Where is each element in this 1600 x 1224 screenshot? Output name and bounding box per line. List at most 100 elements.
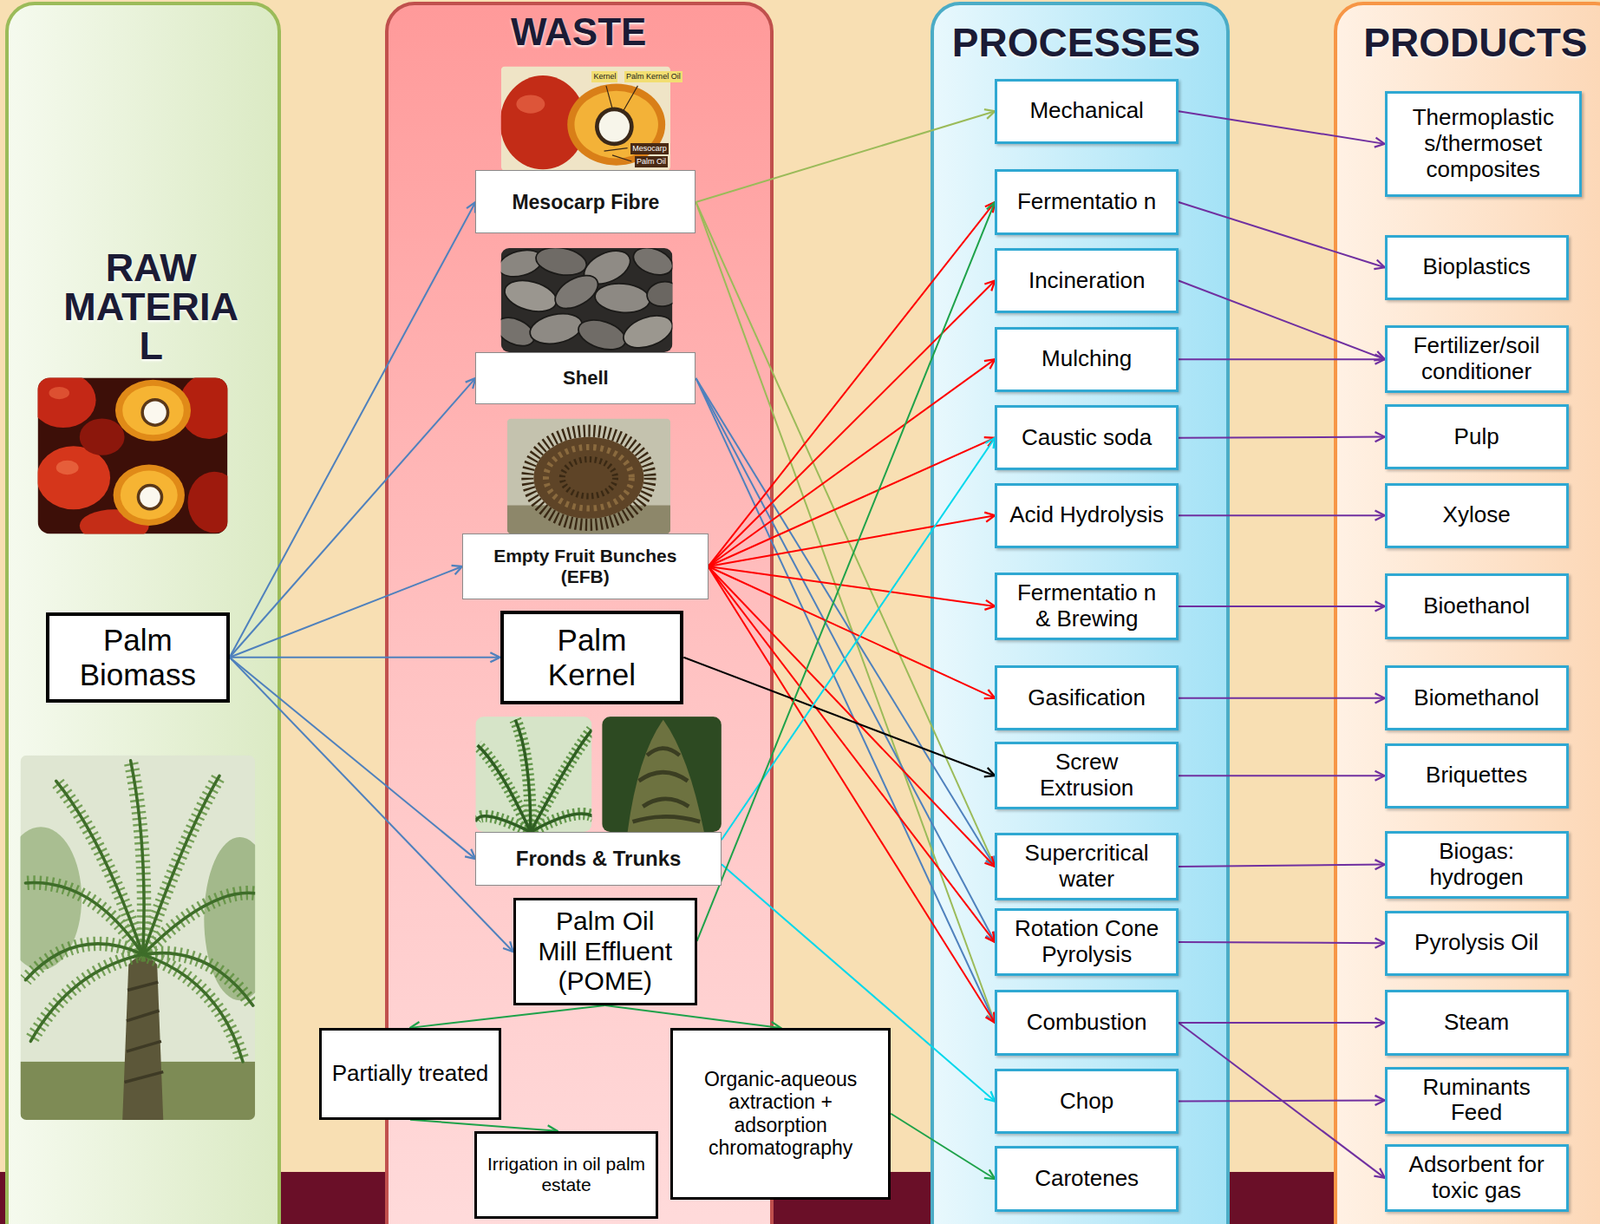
connector-arrow [1178,202,1385,268]
box-label: Pyrolysis Oil [1414,929,1539,956]
connector-arrow [1178,1021,1385,1024]
oil-palm-tree-photo [25,760,255,1062]
palm-shell-photo [629,248,673,281]
mesocarp-fruit-photo [599,111,630,142]
oil-palm-tree-photo [56,780,144,954]
palm-fruit-photo [115,379,191,442]
palm-fruit-photo [38,377,229,534]
column-band: MechanicalFermentatio nIncinerationMulch… [930,1,1230,1224]
palm-fruit-photo [79,509,150,534]
palm-fronds-photo [475,716,592,832]
palm-fronds-photo [475,716,592,832]
empty-fruit-bunch-photo [507,505,671,535]
band-heading: RAW MATERIA L [55,248,248,366]
palm-shell-photo [594,280,652,314]
connector-arrow [1178,774,1385,777]
box-label: Biomethanol [1413,685,1540,712]
box-label: Fermentatio n & Brewing [1009,580,1164,633]
connector-arrow [1178,1099,1385,1101]
connector-arrow [1178,514,1385,516]
palm-fruit-photo [56,460,79,475]
palm-fruit-photo [113,463,185,526]
band-heading: PRODUCTS [1352,22,1598,63]
connector-arrow [721,437,995,841]
box-label: Palm Oil Mill Effluent (POME) [535,906,676,997]
box-label: Screw Extrusion [1009,749,1164,802]
box-label: Mechanical [1029,97,1144,125]
connector-arrow [708,566,996,867]
source-box: Palm Oil Mill Effluent (POME) [513,897,698,1006]
connector-arrow [229,378,477,658]
connector-arrow [1178,111,1385,144]
palm-shell-photo [501,248,546,281]
box-label: Chop [1059,1088,1114,1115]
connector-arrow [708,566,996,1023]
callout-tag: Palm Oil [634,156,668,168]
connector-arrow [1178,697,1385,699]
palm-trunk-photo [601,716,722,832]
mesocarp-fruit-photo [501,65,671,170]
box-label: Carotenes [1034,1165,1139,1192]
box-label: Fronds & Trunks [515,846,682,871]
connector-arrow [890,1113,995,1179]
palm-fronds-photo [530,729,593,832]
box-label: Ruminants Feed [1396,1074,1558,1127]
source-box: Partially treated [319,1027,501,1120]
connector-arrow [708,280,996,567]
mesocarp-fruit-photo [515,94,545,113]
oil-palm-tree-photo [143,775,220,954]
palm-shell-photo [579,248,636,291]
box-label: Rotation Cone Pyrolysis [1009,915,1164,968]
connector-arrow [695,111,995,203]
process-box: Acid Hydrolysis [994,483,1179,549]
palm-shell-photo [501,248,673,353]
box-label: Pulp [1454,424,1500,451]
process-box: Caustic soda [994,404,1179,471]
palm-fronds-photo [530,813,593,832]
mesocarp-fruit-photo [594,107,634,147]
callout-tag: Mesocarp [630,143,669,155]
palm-shell-photo [501,248,673,353]
oil-palm-tree-photo [143,953,243,1062]
palm-shell-photo [619,309,673,353]
oil-palm-tree-photo [130,760,144,955]
waste-label-box: Mesocarp Fibre [475,169,696,234]
product-box: Steam [1384,989,1569,1055]
box-label: Palm Kernel [521,622,664,693]
palm-fronds-photo [475,719,592,832]
oil-palm-tree-photo [56,780,144,954]
box-label: Mulching [1041,346,1132,373]
empty-fruit-bunch-photo [561,459,615,497]
oil-palm-tree-photo [25,760,255,1062]
palm-fruit-photo [38,445,112,510]
oil-palm-tree-photo [143,892,255,954]
oil-palm-tree-photo [20,1061,256,1120]
mesocarp-fruit-photo [501,75,587,170]
palm-fronds-photo [475,816,531,832]
oil-palm-tree-photo [30,953,143,1041]
box-label: Organic-aqueous axtraction + adsorption … [686,1067,875,1160]
palm-shell-photo [527,308,586,348]
connector-arrow [229,566,463,658]
box-label: Thermoplastic s/thermoset composites [1396,104,1571,183]
palm-fruit-photo [140,398,170,427]
connector-arrow [1178,280,1385,360]
palm-fronds-photo [475,719,592,832]
palm-fruit-photo [120,470,178,520]
band-heading: WASTE [425,13,732,52]
oil-palm-tree-photo [130,760,144,955]
box-label: Shell [562,366,609,389]
oil-palm-tree-photo [25,882,143,955]
palm-fruit-photo [122,385,184,435]
callout-tag: Palm Kernel Oil [624,71,683,83]
band-heading: PROCESSES [930,22,1223,63]
box-label: Briquettes [1425,762,1528,789]
connector-arrow [708,437,996,567]
product-box: Bioethanol [1384,573,1569,639]
palm-fruit-photo [137,483,164,511]
oil-palm-tree-photo [143,953,243,1062]
connector-arrow [695,378,995,1023]
source-box: Irrigation in oil palm estate [474,1130,659,1219]
palm-shell-photo [549,268,604,316]
connector-arrow [708,566,996,699]
